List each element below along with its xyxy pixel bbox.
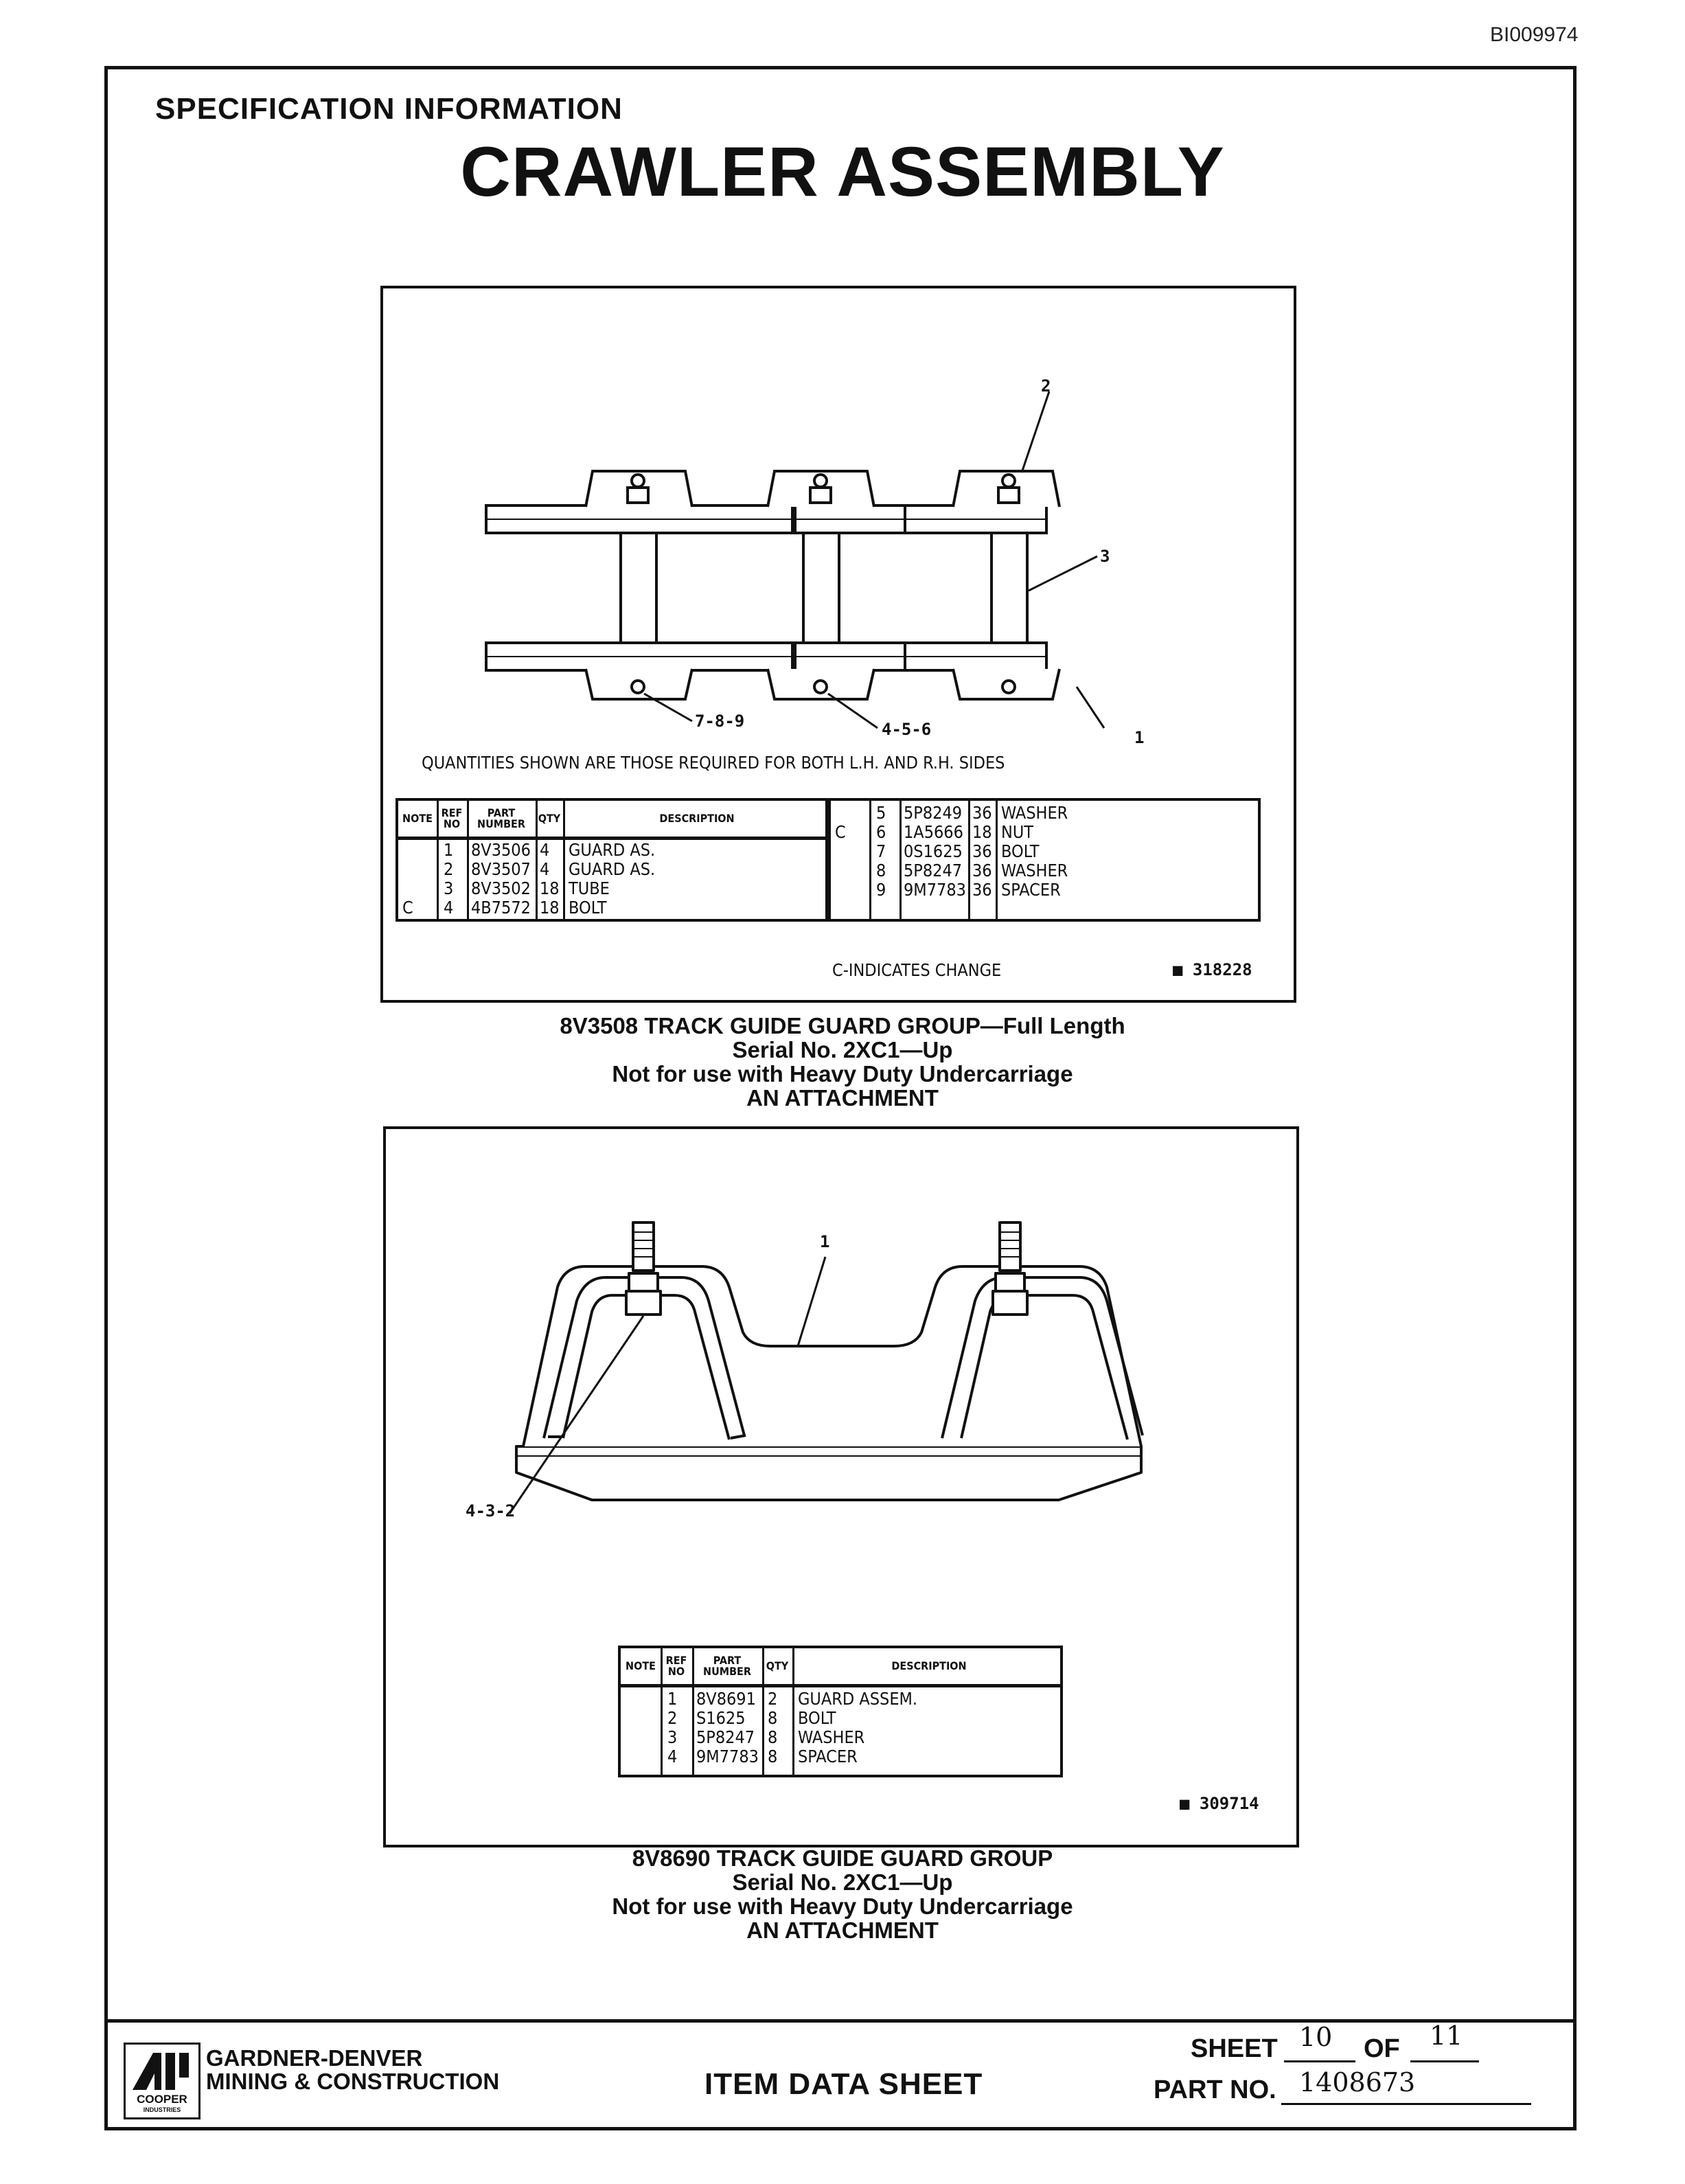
callout-7-8-9: 7-8-9 — [695, 712, 745, 731]
table-row: 1 8V3506 4 GUARD AS. — [444, 840, 656, 860]
of-value: 11 — [1430, 2021, 1463, 2051]
section-title: SPECIFICATION INFORMATION — [155, 92, 623, 126]
header-qty: QTY — [766, 1659, 789, 1672]
track-guard-drawing — [485, 391, 1105, 729]
sheet-underline — [1284, 2060, 1355, 2062]
figure-ref-number: ■ 318228 — [1173, 960, 1252, 979]
header-note: NOTE — [626, 1659, 656, 1672]
sheet-label: SHEET — [1191, 2034, 1278, 2063]
figure-ref-number: ■ 309714 — [1180, 1794, 1259, 1813]
of-underline — [1410, 2060, 1479, 2062]
logo-text: COOPER — [137, 2093, 187, 2106]
table-row: C 4 4B7572 18 BOLT — [402, 898, 607, 918]
table-row: 8 5P8247 36 WASHER — [876, 861, 1068, 880]
header-ref: REF NO — [665, 1654, 687, 1678]
main-title: CRAWLER ASSEMBLY — [460, 133, 1225, 211]
table-row: C 6 1A5666 18 NUT — [835, 822, 1034, 842]
figure-2-caption: 8V8690 TRACK GUIDE GUARD GROUP Serial No… — [612, 1845, 1073, 1943]
table-row: 3 5P8247 8 WASHER — [667, 1727, 865, 1747]
parts-table-left: NOTE REF NO PART NUMBER QTY DESCRIPTION … — [396, 798, 828, 922]
part-value: 1408673 — [1299, 2067, 1416, 2097]
logo-subtext: INDUSTRIES — [143, 2106, 181, 2113]
company-logo: COOPER INDUSTRIES — [124, 2043, 200, 2119]
table-row: 5 5P8249 36 WASHER — [876, 803, 1068, 823]
figure-2-panel: 1 4-3-2 NOTE REF NO PART NUMBER QTY DESC… — [383, 1126, 1299, 1847]
part-label: PART NO. — [1154, 2075, 1276, 2104]
callout-1: 1 — [1134, 728, 1145, 747]
of-label: OF — [1364, 2034, 1400, 2063]
sheet-value: 10 — [1299, 2022, 1333, 2052]
table-row: 4 9M7783 8 SPACER — [667, 1747, 858, 1766]
figure-1-caption: 8V3508 TRACK GUIDE GUARD GROUP—Full Leng… — [560, 1013, 1125, 1111]
header-ref: REF NO — [441, 806, 463, 830]
part-underline — [1281, 2103, 1531, 2105]
table-row: 7 0S1625 36 BOLT — [876, 841, 1040, 861]
company-name-line1: GARDNER-DENVER — [206, 2045, 423, 2071]
table-row: 9 9M7783 36 SPACER — [876, 880, 1061, 900]
parts-table: NOTE REF NO PART NUMBER QTY DESCRIPTION … — [618, 1646, 1063, 1777]
callout-4-3-2: 4-3-2 — [466, 1501, 516, 1521]
logo-mark-icon — [133, 2053, 189, 2090]
header-desc: DESCRIPTION — [891, 1659, 967, 1672]
callout-1: 1 — [820, 1232, 830, 1251]
quantities-note: QUANTITIES SHOWN ARE THOSE REQUIRED FOR … — [422, 753, 1005, 773]
header-desc: DESCRIPTION — [659, 812, 735, 825]
table-row: 3 8V3502 18 TUBE — [444, 878, 610, 898]
document-id: BI009974 — [1490, 23, 1579, 46]
change-note: C-INDICATES CHANGE — [832, 960, 1002, 980]
callout-4-5-6: 4-5-6 — [882, 720, 932, 739]
parts-table-right: 5 5P8249 36 WASHER C 6 1A5666 18 NUT 7 0… — [828, 798, 1261, 922]
table-row: 2 8V3507 4 GUARD AS. — [444, 859, 656, 879]
sheet-title: ITEM DATA SHEET — [704, 2067, 983, 2101]
callout-2: 2 — [1041, 376, 1051, 396]
header-qty: QTY — [538, 812, 561, 825]
header-part: PART NUMBER — [477, 806, 525, 830]
header-part: PART NUMBER — [703, 1654, 751, 1678]
footer-divider — [104, 2019, 1577, 2023]
guide-guard-drawing — [508, 1221, 1144, 1514]
table-row: 2 S1625 8 BOLT — [667, 1708, 836, 1728]
figure-1-panel: 2 3 1 7-8-9 4-5-6 QUANTITIES SHOWN ARE T… — [380, 286, 1296, 1003]
callout-3: 3 — [1100, 547, 1110, 566]
header-note: NOTE — [402, 812, 433, 825]
page-frame — [104, 66, 1577, 2130]
company-name-line2: MINING & CONSTRUCTION — [206, 2069, 500, 2094]
table-row: 1 8V8691 2 GUARD ASSEM. — [667, 1689, 918, 1709]
